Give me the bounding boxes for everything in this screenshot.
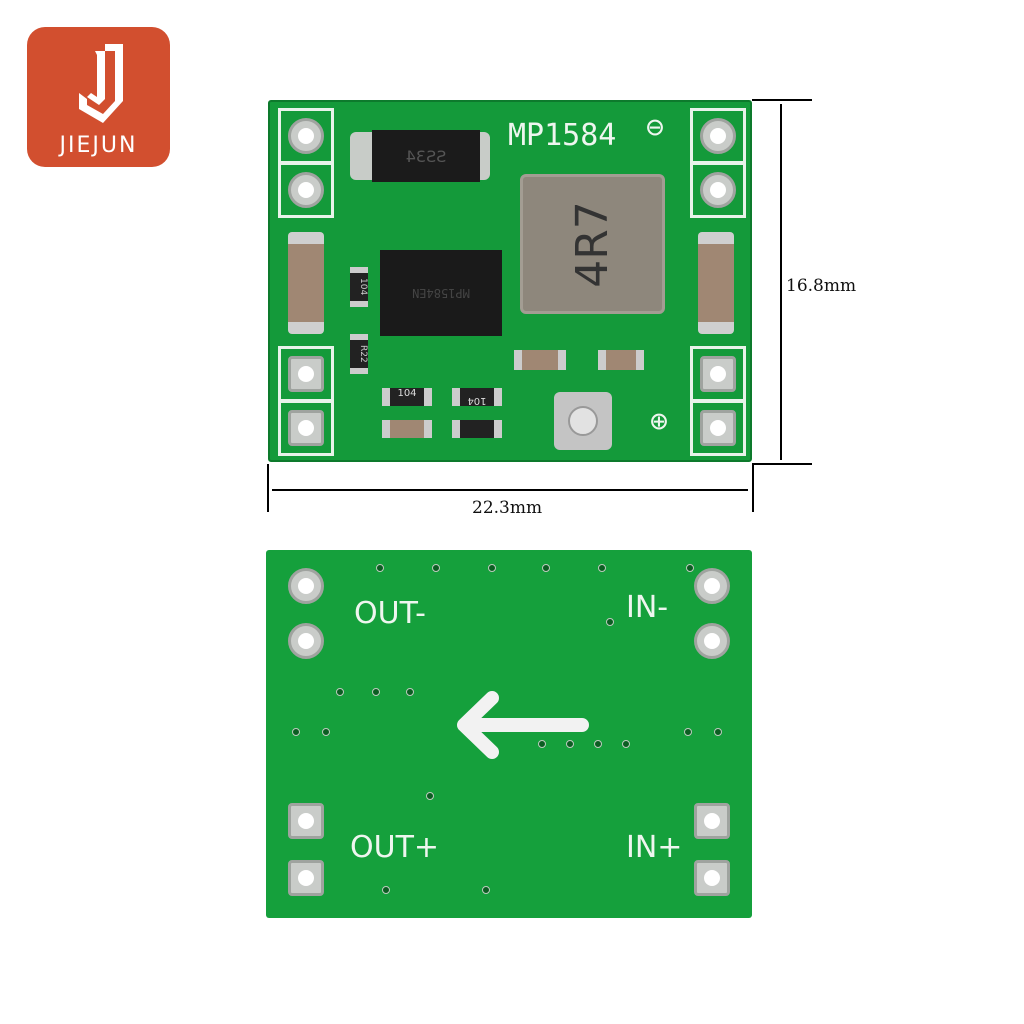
dim-guide bbox=[752, 99, 812, 101]
dim-guide bbox=[267, 464, 269, 512]
via-hole bbox=[426, 792, 434, 800]
logo-j-mark bbox=[79, 44, 123, 123]
resistor bbox=[452, 420, 502, 438]
pin-box bbox=[690, 346, 746, 402]
resistor: 104 bbox=[382, 388, 432, 406]
via-hole bbox=[686, 564, 694, 572]
pin-box bbox=[278, 108, 334, 164]
height-arrow bbox=[780, 104, 782, 460]
minus-symbol: ⊖ bbox=[646, 110, 665, 145]
dim-guide bbox=[752, 463, 812, 465]
label-out-plus: OUT+ bbox=[350, 830, 440, 865]
pin-in-plus-2 bbox=[694, 860, 730, 896]
capacitor-small bbox=[382, 420, 432, 438]
inductor: 4R7 bbox=[520, 174, 665, 314]
solder-pad bbox=[700, 172, 736, 208]
pin-in-plus-1 bbox=[694, 803, 730, 839]
via-hole bbox=[432, 564, 440, 572]
pin-out-minus-1 bbox=[288, 568, 324, 604]
solder-pad bbox=[288, 172, 324, 208]
pin-in-minus-2 bbox=[694, 623, 730, 659]
label-out-minus: OUT- bbox=[354, 596, 426, 631]
capacitor-right bbox=[698, 232, 734, 334]
label-in-minus: IN- bbox=[626, 590, 669, 625]
solder-pad bbox=[288, 118, 324, 154]
board-title: MP1584 bbox=[508, 118, 617, 153]
via-hole bbox=[566, 740, 574, 748]
pcb-top-view: MP1584 ⊖ ⊕ SS34 MP1584EN 4R7 104 R22 104… bbox=[268, 100, 752, 462]
via-hole bbox=[538, 740, 546, 748]
pin-box bbox=[278, 400, 334, 456]
pcb-bottom-view: OUT- IN- OUT+ IN+ bbox=[266, 550, 752, 918]
via-hole bbox=[714, 728, 722, 736]
width-arrow bbox=[272, 489, 748, 491]
logo-text: JIEJUN bbox=[59, 133, 138, 158]
label-in-plus: IN+ bbox=[626, 830, 683, 865]
via-hole bbox=[336, 688, 344, 696]
pin-box bbox=[690, 162, 746, 218]
via-hole bbox=[598, 564, 606, 572]
pin-out-plus-1 bbox=[288, 803, 324, 839]
width-dimension: 22.3mm bbox=[472, 498, 543, 518]
pin-box bbox=[690, 108, 746, 164]
via-hole bbox=[684, 728, 692, 736]
plus-symbol: ⊕ bbox=[650, 404, 669, 439]
via-hole bbox=[406, 688, 414, 696]
via-hole bbox=[376, 564, 384, 572]
via-hole bbox=[542, 564, 550, 572]
pin-out-minus-2 bbox=[288, 623, 324, 659]
solder-pad bbox=[700, 410, 736, 446]
pin-box bbox=[278, 162, 334, 218]
via-hole bbox=[322, 728, 330, 736]
via-hole bbox=[606, 618, 614, 626]
resistor: 104 bbox=[350, 267, 368, 307]
diode-ss34: SS34 bbox=[372, 130, 480, 182]
pin-out-plus-2 bbox=[288, 860, 324, 896]
via-hole bbox=[594, 740, 602, 748]
resistor: R22 bbox=[350, 334, 368, 374]
brand-logo: JIEJUN bbox=[27, 27, 170, 167]
via-hole bbox=[488, 564, 496, 572]
solder-pad bbox=[288, 410, 324, 446]
capacitor-small bbox=[514, 350, 566, 370]
solder-pad bbox=[288, 356, 324, 392]
via-hole bbox=[372, 688, 380, 696]
via-hole bbox=[382, 886, 390, 894]
potentiometer[interactable] bbox=[554, 392, 612, 450]
dim-guide bbox=[752, 464, 754, 512]
via-hole bbox=[292, 728, 300, 736]
ic-chip: MP1584EN bbox=[380, 250, 502, 336]
arrow-left-icon bbox=[457, 691, 589, 759]
resistor: 104 bbox=[452, 388, 502, 406]
pin-box bbox=[690, 400, 746, 456]
pin-in-minus-1 bbox=[694, 568, 730, 604]
via-hole bbox=[482, 886, 490, 894]
solder-pad bbox=[700, 118, 736, 154]
solder-pad bbox=[700, 356, 736, 392]
capacitor-left bbox=[288, 232, 324, 334]
capacitor-small bbox=[598, 350, 644, 370]
inductor-label: 4R7 bbox=[567, 200, 618, 288]
height-dimension: 16.8mm bbox=[786, 276, 857, 296]
via-hole bbox=[622, 740, 630, 748]
pin-box bbox=[278, 346, 334, 402]
